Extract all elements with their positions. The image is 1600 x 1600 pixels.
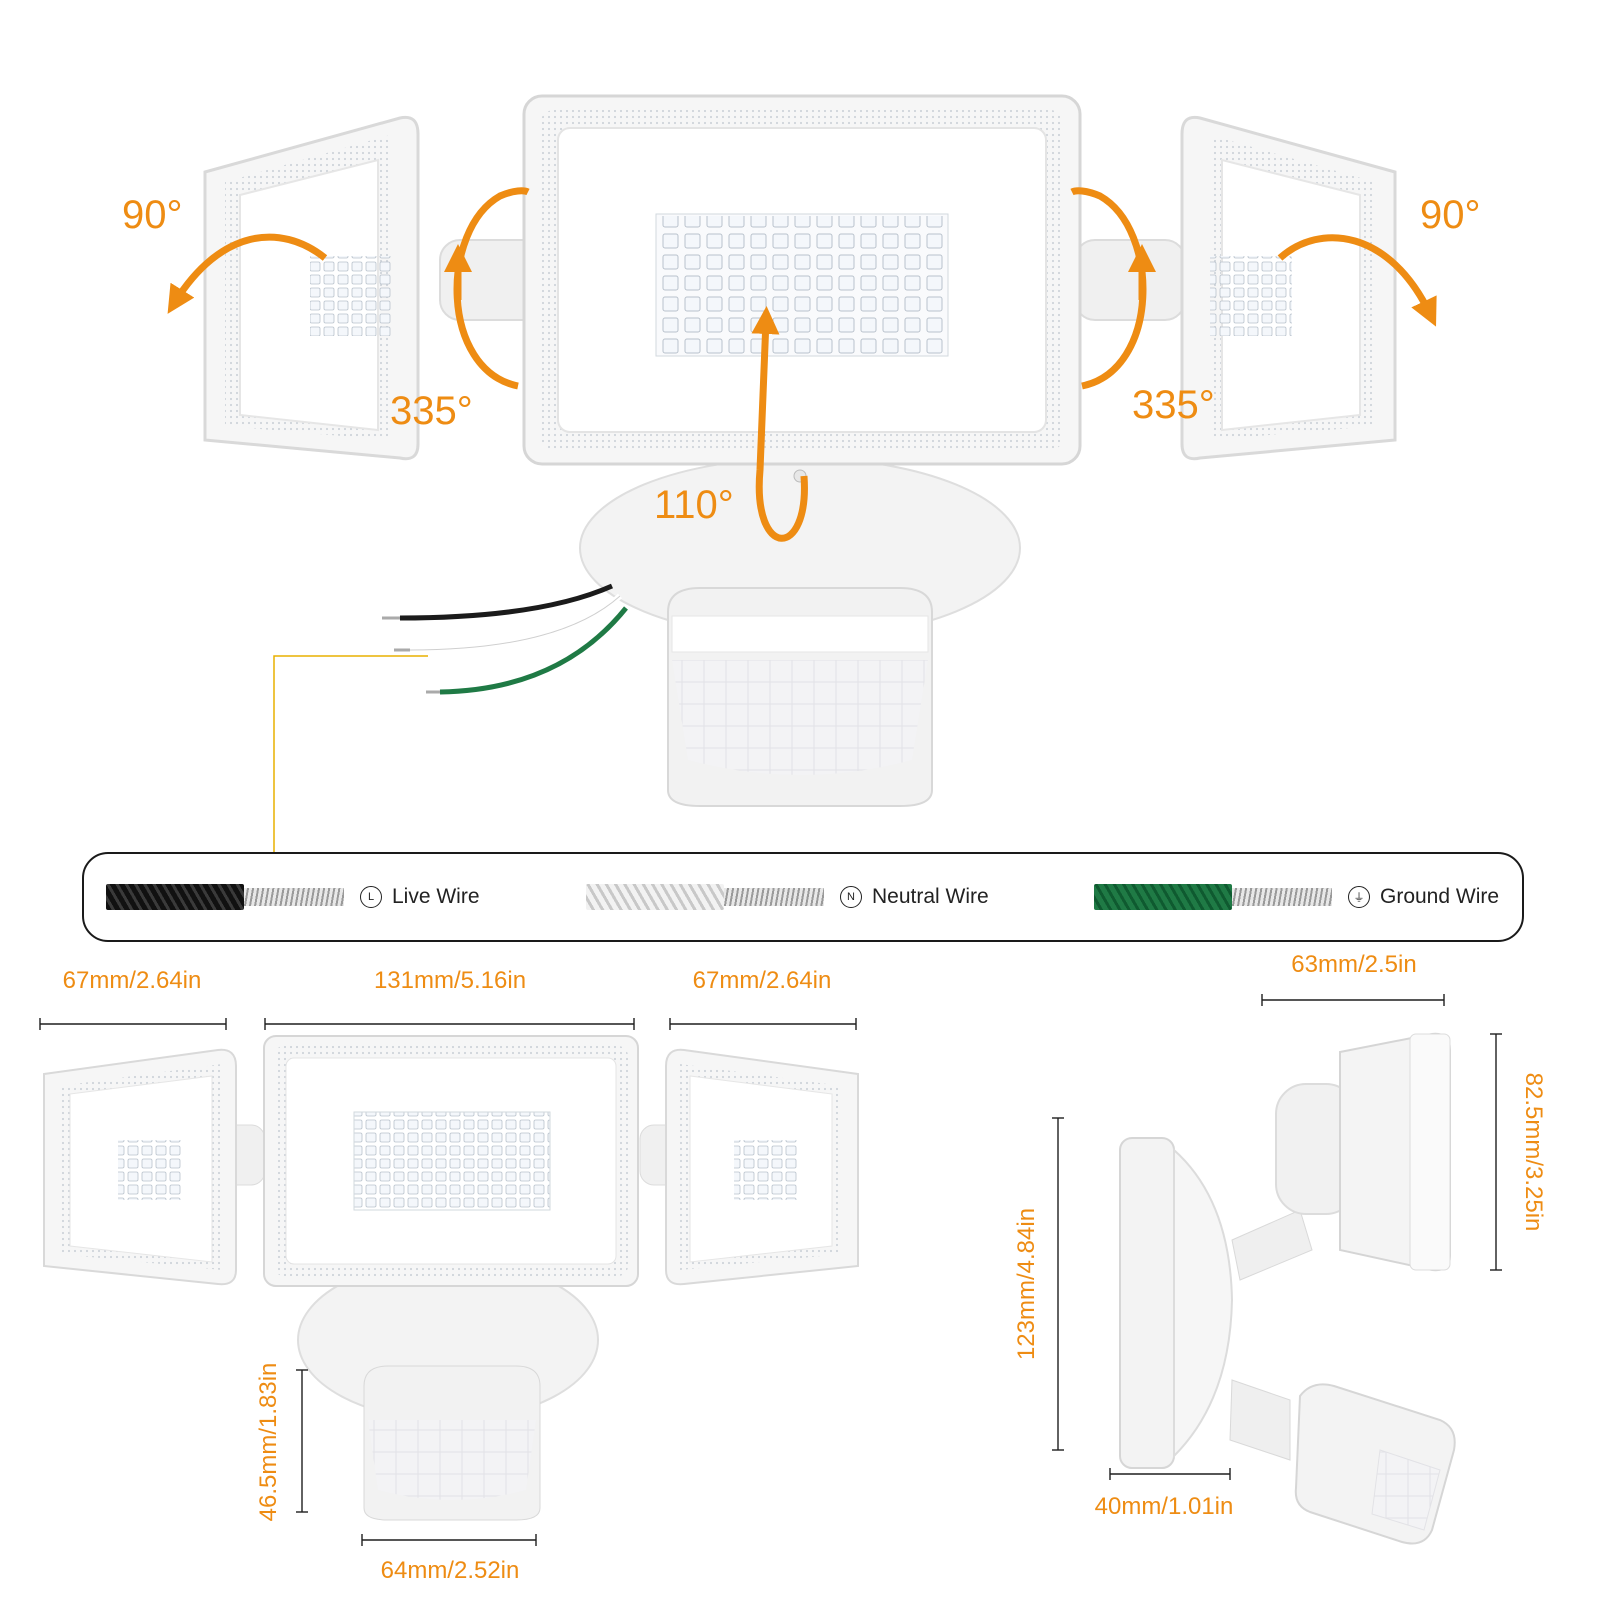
- wires: [273, 583, 628, 852]
- side-dimension-view: [1119, 1032, 1456, 1545]
- top-product-view: 90° 90° 335° 335° 110°: [122, 94, 1481, 852]
- center-light-head: [522, 94, 1082, 466]
- dim-base-height: 123mm/4.84in: [1013, 1208, 1040, 1360]
- left-light-head: [203, 115, 420, 461]
- live-symbol-icon: L: [360, 886, 382, 908]
- legend-item-neutral: N Neutral Wire: [586, 854, 989, 940]
- ground-wire-strand: [1232, 888, 1332, 906]
- right-light-head: [1180, 115, 1397, 461]
- live-wire-strand: [244, 888, 344, 906]
- wire-legend: L Live Wire N Neutral Wire ⏚ Ground Wire: [82, 852, 1524, 942]
- left-tilt-label: 90°: [122, 193, 183, 237]
- front-dimension-view: [43, 1035, 859, 1521]
- left-rotate-label: 335°: [390, 389, 473, 433]
- wire-leader-line: [273, 655, 428, 852]
- ground-wire-label: Ground Wire: [1380, 885, 1500, 908]
- right-rotate-label: 335°: [1132, 383, 1215, 427]
- live-wire-label: Live Wire: [392, 885, 480, 908]
- center-tilt-label: 110°: [654, 483, 734, 527]
- live-wire-swatch: [106, 884, 244, 910]
- dim-side-head-depth: 63mm/2.5in: [1291, 951, 1416, 978]
- dim-center-head-width: 131mm/5.16in: [374, 967, 526, 994]
- ground-symbol-icon: ⏚: [1348, 886, 1370, 908]
- dim-sensor-height: 46.5mm/1.83in: [255, 1363, 282, 1522]
- legend-item-live: L Live Wire: [106, 854, 480, 940]
- dim-base-depth: 40mm/1.01in: [1095, 1493, 1234, 1520]
- legend-item-ground: ⏚ Ground Wire: [1094, 854, 1499, 940]
- neutral-symbol-icon: N: [840, 886, 862, 908]
- right-tilt-label: 90°: [1420, 193, 1481, 237]
- dimension-lines: [39, 994, 1502, 1546]
- dim-sensor-width: 64mm/2.52in: [381, 1557, 520, 1584]
- dim-side-head-height: 82.5mm/3.25in: [1520, 1073, 1547, 1232]
- motion-sensor: [667, 587, 933, 807]
- neutral-wire-label: Neutral Wire: [872, 885, 989, 908]
- neutral-wire-swatch: [586, 884, 724, 910]
- dim-left-head-width: 67mm/2.64in: [63, 967, 202, 994]
- dim-right-head-width: 67mm/2.64in: [693, 967, 832, 994]
- dimension-labels: 67mm/2.64in 131mm/5.16in 67mm/2.64in 46.…: [63, 951, 1547, 1584]
- neutral-wire-strand: [724, 888, 824, 906]
- ground-wire-swatch: [1094, 884, 1232, 910]
- rotation-arrows: [167, 187, 1437, 542]
